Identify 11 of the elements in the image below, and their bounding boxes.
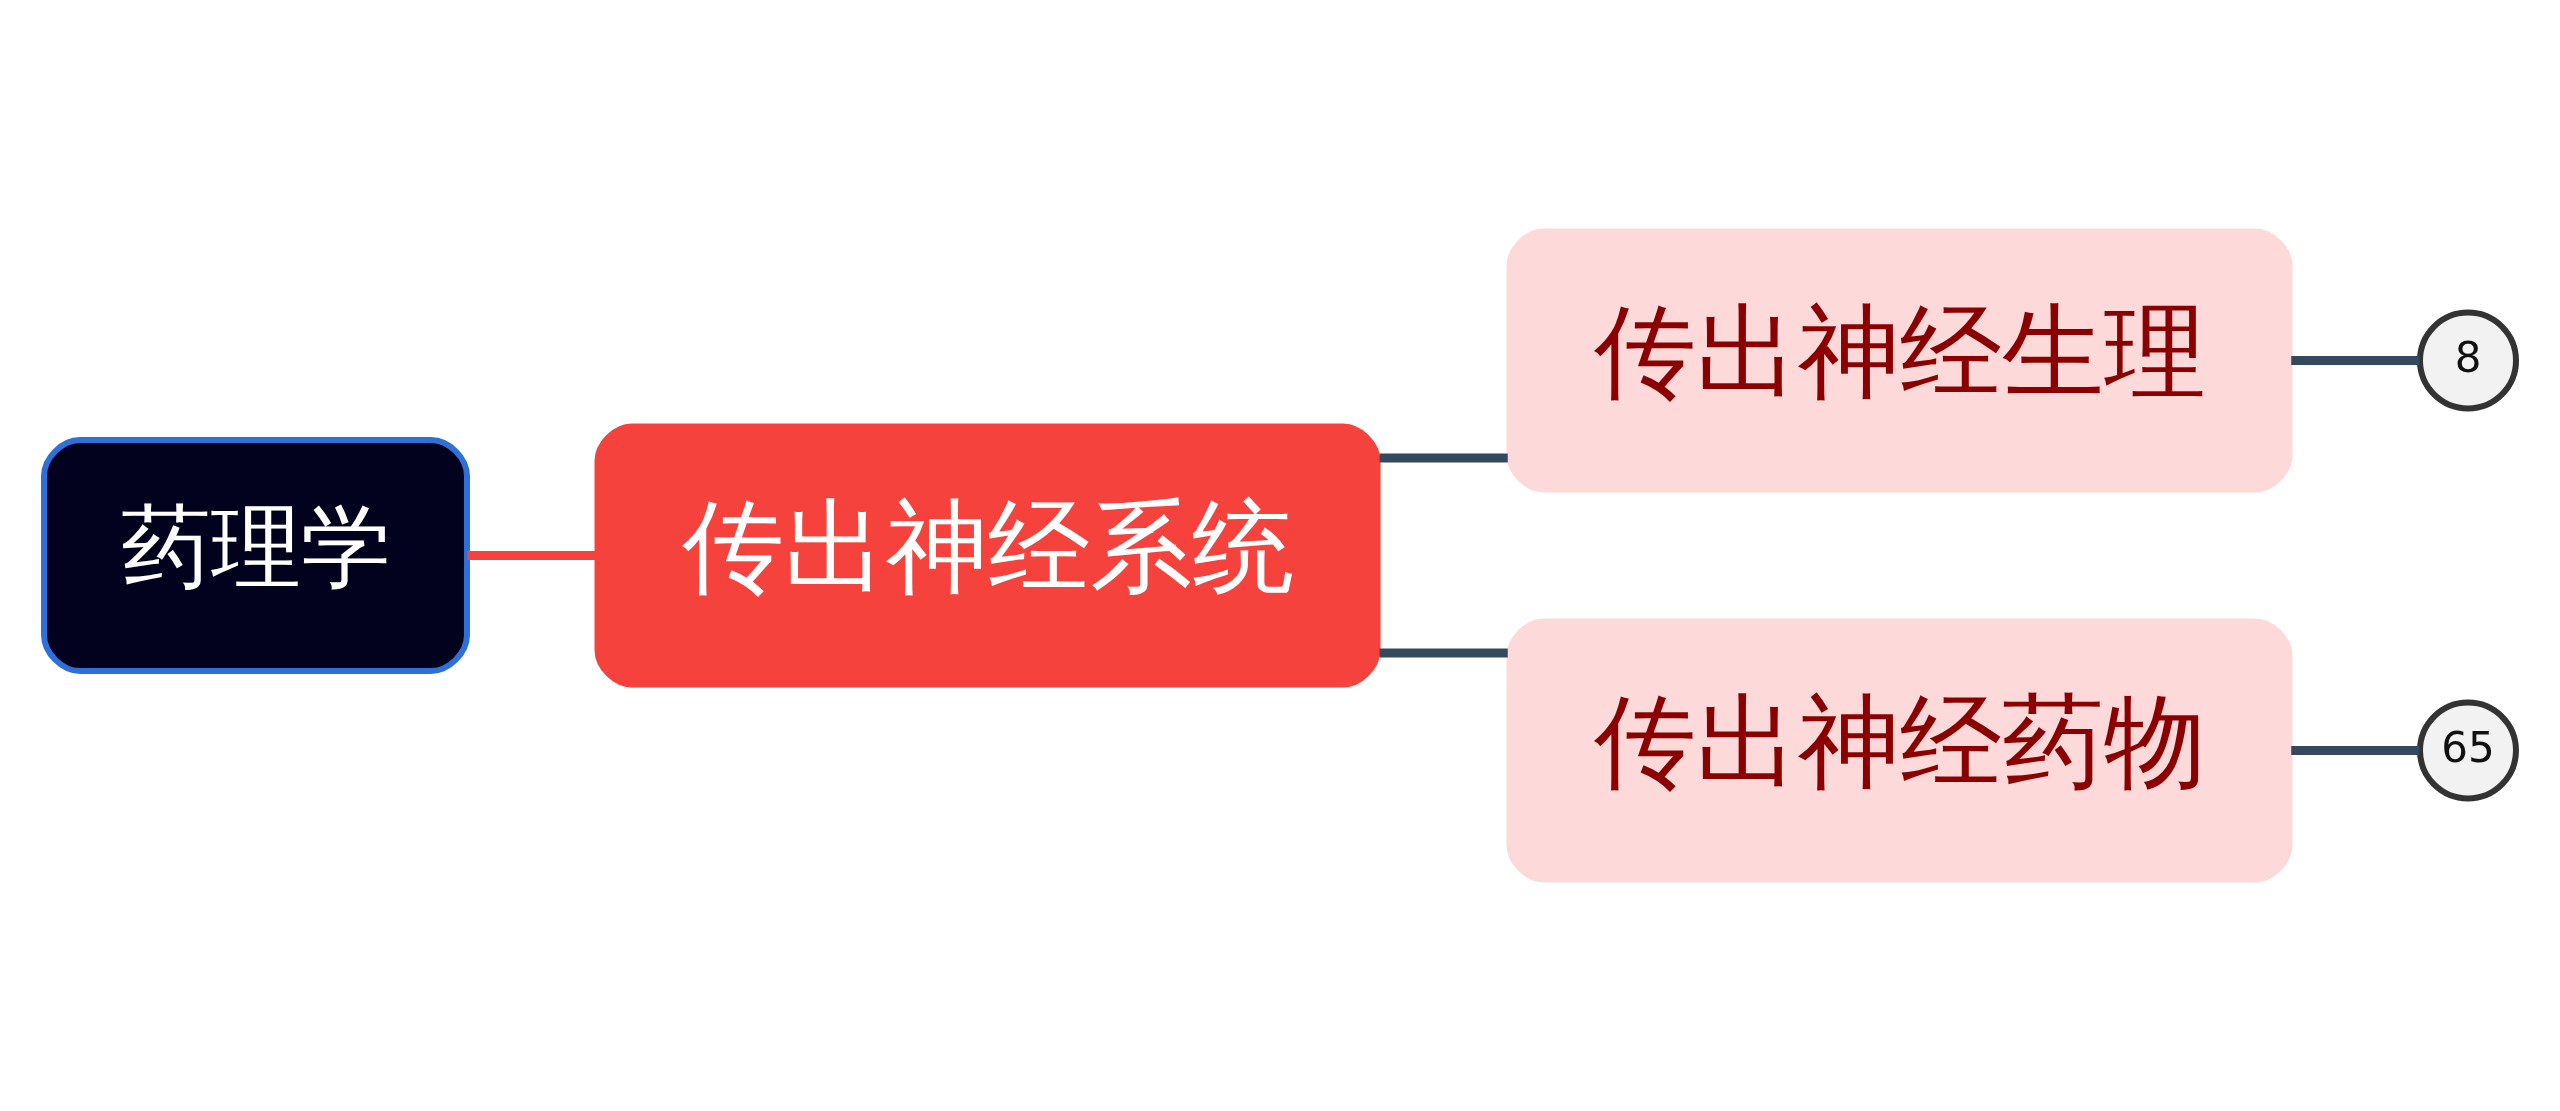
node-box: 传出神经系统 bbox=[594, 423, 1381, 688]
connector bbox=[2291, 356, 2420, 365]
connector bbox=[467, 551, 596, 560]
node-circle: 65 bbox=[2417, 699, 2519, 802]
connector bbox=[1379, 453, 1508, 463]
connector bbox=[1379, 648, 1508, 658]
node-box: 传出神经生理 bbox=[1506, 228, 2293, 493]
connector bbox=[2291, 746, 2420, 755]
node-circle: 8 bbox=[2417, 309, 2519, 412]
node-box: 药理学 bbox=[41, 437, 470, 674]
node-box: 传出神经药物 bbox=[1506, 618, 2293, 883]
